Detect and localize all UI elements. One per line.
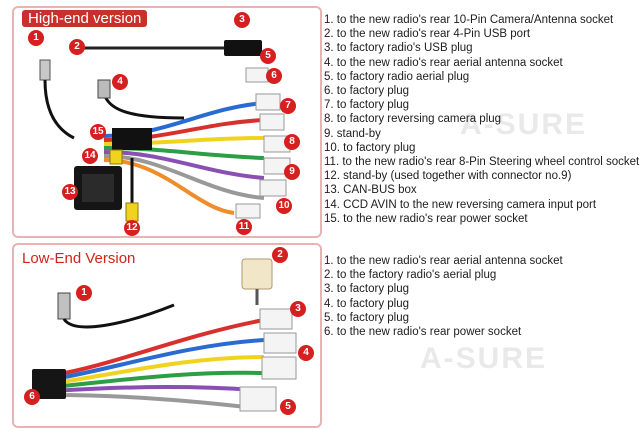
power-socket-connector: [112, 128, 152, 150]
callout-marker: 5: [260, 48, 276, 64]
description-item: 4. to the new radio's rear aerial antenn…: [324, 56, 563, 69]
callout-marker: 2: [272, 247, 288, 263]
description-item: 6. to factory plug: [324, 85, 410, 98]
callout-marker: 5: [280, 399, 296, 415]
description-item: 12. stand-by (used together with connect…: [324, 170, 572, 183]
callout-marker: 12: [124, 220, 140, 236]
callout-marker: 6: [24, 389, 40, 405]
rca-yellow-plug: [125, 202, 139, 222]
callout-marker: 4: [298, 345, 314, 361]
callout-marker: 13: [62, 184, 78, 200]
factory-aerial-plug: [241, 258, 273, 290]
aerial-antenna-plug: [57, 292, 71, 320]
description-item: 7. to factory plug: [324, 99, 410, 112]
low-end-harness-illustration: [32, 258, 297, 412]
description-item: 2. to the factory radio's aerial plug: [324, 269, 497, 282]
description-item: 8. to factory reversing camera plug: [324, 113, 502, 126]
description-item: 14. CCD AVIN to the new reversing camera…: [324, 198, 597, 211]
low-end-description-list: 1. to the new radio's rear aerial antenn…: [324, 254, 636, 339]
callout-marker: 7: [280, 98, 296, 114]
description-item: 1. to the new radio's rear 10-Pin Camera…: [324, 14, 614, 26]
usb-plug: [224, 40, 262, 56]
description-item: 3. to factory plug: [324, 283, 410, 296]
callout-marker: 1: [76, 285, 92, 301]
description-item: 2. to the new radio's rear 4-Pin USB por…: [324, 28, 531, 41]
watermark-text: A-SURE: [420, 342, 548, 375]
callout-marker: 2: [69, 39, 85, 55]
description-item: 1. to the new radio's rear aerial antenn…: [324, 255, 563, 267]
high-end-description-list: 1. to the new radio's rear 10-Pin Camera…: [324, 13, 640, 226]
antenna-adapter: [39, 59, 51, 81]
low-end-title: Low-End Version: [22, 250, 136, 267]
callout-marker: 9: [284, 164, 300, 180]
callout-marker: 3: [290, 301, 306, 317]
high-end-title: High-end version: [22, 10, 148, 27]
aerial-plug: [97, 79, 111, 99]
power-socket-connector: [32, 369, 66, 399]
description-item: 11. to the new radio's rear 8-Pin Steeri…: [324, 156, 640, 169]
callout-marker: 8: [284, 134, 300, 150]
description-item: 5. to factory plug: [324, 311, 410, 324]
description-item: 15. to the new radio's rear power socket: [324, 212, 528, 225]
callout-marker: 14: [82, 148, 98, 164]
description-item: 13. CAN-BUS box: [324, 184, 417, 197]
description-item: 5. to factory radio aerial plug: [324, 70, 470, 83]
low-end-panel: Low-End Version 1 2 3 4 5 6: [12, 243, 322, 428]
callout-marker: 10: [276, 198, 292, 214]
description-item: 6. to the new radio's rear power socket: [324, 326, 522, 339]
description-item: 4. to factory plug: [324, 297, 410, 310]
callout-marker: 1: [28, 30, 44, 46]
description-item: 9. stand-by: [324, 127, 381, 140]
high-end-harness-illustration: [39, 40, 291, 222]
watermark-text: A-SURE: [460, 108, 588, 141]
callout-marker: 4: [112, 74, 128, 90]
high-end-panel: High-end version 1 2 3 4 5 6 7 8 9 10 11…: [12, 6, 322, 238]
description-item: 10. to factory plug: [324, 141, 416, 154]
callout-marker: 3: [234, 12, 250, 28]
callout-marker: 15: [90, 124, 106, 140]
description-item: 3. to factory radio's USB plug: [324, 42, 473, 55]
callout-marker: 11: [236, 219, 252, 235]
callout-marker: 6: [266, 68, 282, 84]
